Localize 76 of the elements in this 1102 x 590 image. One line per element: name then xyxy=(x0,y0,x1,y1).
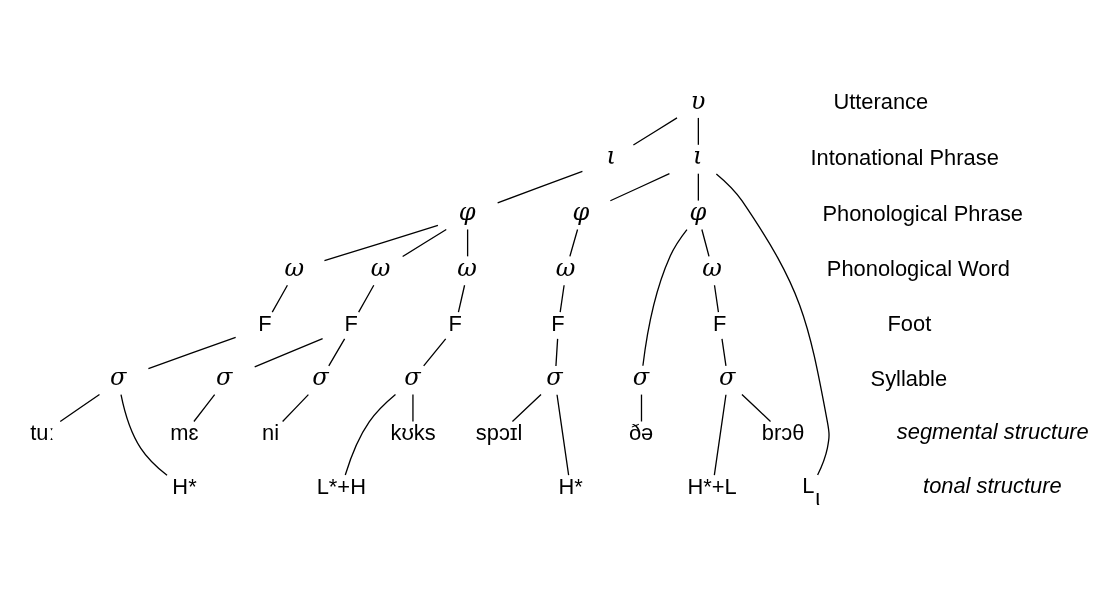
connector xyxy=(569,228,579,257)
node-text: F xyxy=(713,310,727,336)
connector xyxy=(713,393,727,476)
node-text: σ xyxy=(632,362,650,391)
node-text: σ xyxy=(404,362,421,391)
connector xyxy=(281,393,310,422)
connector xyxy=(412,393,414,422)
node-text: σ xyxy=(312,362,329,391)
connector xyxy=(559,284,565,313)
node-text: φ xyxy=(572,197,590,226)
connector xyxy=(254,337,324,367)
node-text: F xyxy=(344,310,358,336)
connector xyxy=(402,228,447,257)
node-text: φ xyxy=(689,197,707,226)
connector xyxy=(701,228,710,257)
label: Syllable xyxy=(870,365,948,391)
connector xyxy=(713,284,720,313)
connector xyxy=(697,172,699,201)
node-text: F xyxy=(448,310,462,336)
node-text: F xyxy=(551,310,565,336)
connector xyxy=(721,337,727,367)
label: Foot xyxy=(887,310,932,336)
node-text: kʊks xyxy=(390,419,436,445)
label: tonal structure xyxy=(923,472,1062,498)
connector xyxy=(642,228,688,366)
connector xyxy=(715,172,830,476)
node-text: spɔɪl xyxy=(475,419,523,445)
node-text: ω xyxy=(702,253,722,282)
connector xyxy=(358,284,375,313)
connector xyxy=(120,393,168,476)
node-text: σ xyxy=(216,362,233,391)
node-text: ω xyxy=(555,253,576,282)
label: Intonational Phrase xyxy=(810,144,999,170)
node-text: ω xyxy=(284,253,305,282)
node-text: σ xyxy=(719,362,736,391)
connector xyxy=(497,170,584,204)
connector xyxy=(632,116,678,146)
connector xyxy=(344,393,397,476)
connector xyxy=(328,337,346,367)
node-text: mɛ xyxy=(170,419,199,445)
connector xyxy=(697,116,699,145)
connector xyxy=(323,224,439,261)
node-text: ω xyxy=(370,253,391,282)
node-text: ni xyxy=(262,419,280,445)
connector xyxy=(556,393,570,476)
node-text: υ xyxy=(690,86,706,115)
connector xyxy=(271,284,289,313)
label: Phonological Word xyxy=(826,255,1010,281)
node-text: H* xyxy=(558,473,583,499)
connector xyxy=(741,393,772,422)
connector xyxy=(193,393,216,422)
node-text: φ xyxy=(458,197,476,226)
node-text: ι xyxy=(606,141,616,170)
connector xyxy=(555,337,559,367)
node-text: brɔθ xyxy=(761,419,805,445)
connector xyxy=(147,336,237,369)
node-text: L*+H xyxy=(316,473,366,499)
connector xyxy=(423,337,447,367)
label: Utterance xyxy=(833,88,929,114)
connector xyxy=(457,284,466,313)
node-text: H*+L xyxy=(687,473,737,499)
node-text: σ xyxy=(110,362,127,391)
node-text: F xyxy=(258,310,272,336)
label: segmental structure xyxy=(896,418,1089,444)
node-text: tuː xyxy=(30,419,55,445)
label: Phonological Phrase xyxy=(822,200,1023,226)
connector xyxy=(640,393,643,422)
node-text: ι xyxy=(692,141,703,170)
node-text: ðə xyxy=(628,419,654,445)
connector xyxy=(609,172,671,201)
connector xyxy=(511,393,542,422)
connector xyxy=(59,393,101,422)
node-text: ω xyxy=(457,253,477,282)
connector xyxy=(466,228,469,257)
node-text: H* xyxy=(172,473,197,499)
node-text: σ xyxy=(546,362,563,391)
